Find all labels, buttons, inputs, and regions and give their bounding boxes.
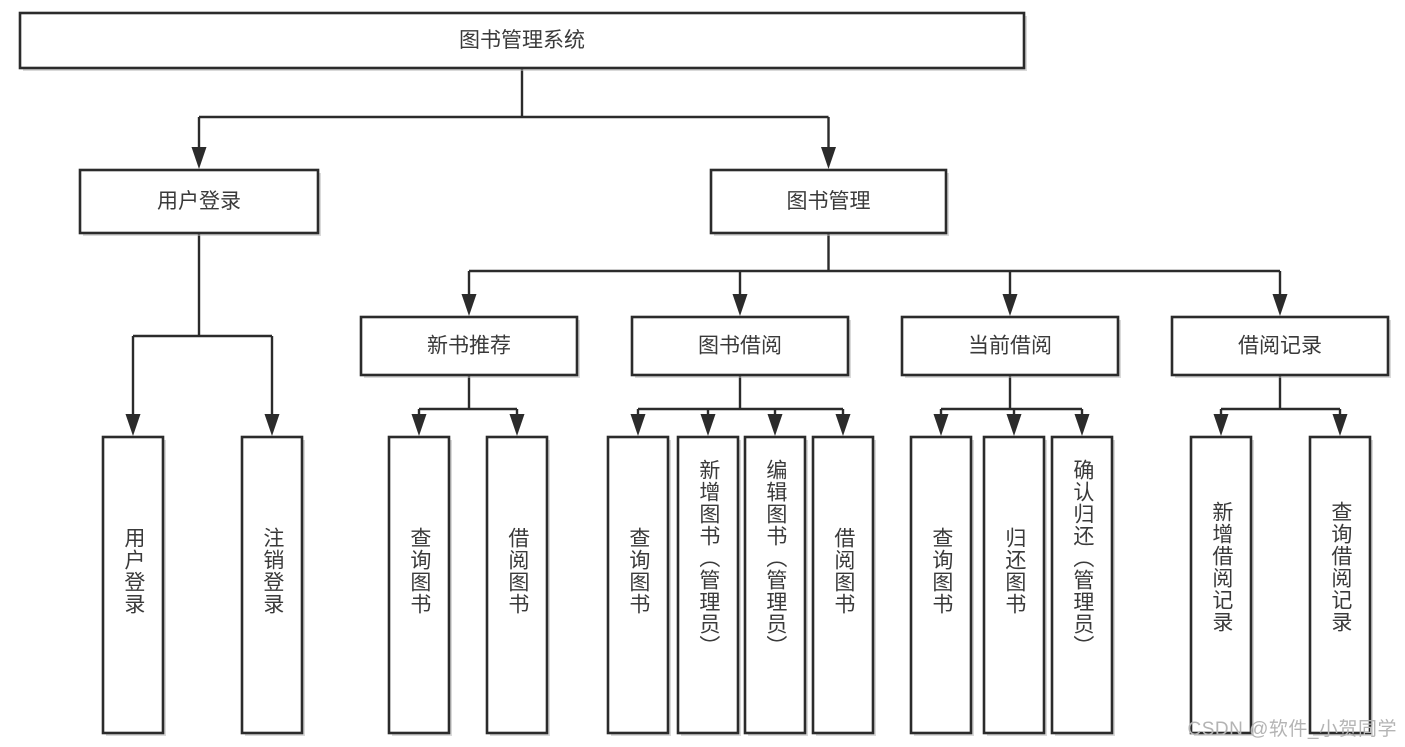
arrow-head-icon-leaf-5 [700,414,716,436]
node-box-leaf-8[interactable] [909,435,973,735]
arrow-head-icon-l1-1 [821,147,836,169]
node-label-l2-1: 图书借阅 [698,335,782,358]
node-box-leaf-6[interactable] [743,435,807,735]
arrow-head-icon-l2-0 [461,294,477,316]
node-box-leaf-10[interactable] [1050,435,1114,735]
node-label-l2-0: 新书推荐 [427,335,511,358]
arrow-head-icon-leaf-12 [1332,414,1348,436]
node-box-layer [18,11,1391,736]
node-label-l2-2: 当前借阅 [968,335,1052,358]
arrow-head-icon-l2-1 [732,294,748,316]
node-box-l2-3[interactable] [1170,315,1390,377]
arrow-head-icon-leaf-11 [1213,414,1229,436]
node-label-l1-0: 用户登录 [157,190,241,213]
arrow-head-icon-leaf-8 [933,414,949,436]
node-box-leaf-12[interactable] [1308,435,1372,735]
arrow-head-icon-leaf-4 [630,414,646,436]
arrow-head-icon-leaf-9 [1006,414,1022,436]
node-box-leaf-7[interactable] [811,435,875,735]
watermark-text: CSDN @软件_小贺同学 [1187,719,1397,740]
arrow-head-icon-leaf-10 [1074,414,1090,436]
arrow-head-icon-l2-3 [1272,294,1288,316]
arrow-head-icon-leaf-7 [835,414,851,436]
arrow-head-icon-l1-0 [191,147,207,169]
connector-layer [125,68,1348,436]
node-box-leaf-0[interactable] [101,435,165,735]
node-label-l1-1: 图书管理 [787,190,871,213]
node-box-leaf-2[interactable] [387,435,451,735]
node-box-l1-1[interactable] [709,168,948,235]
node-box-l2-1[interactable] [630,315,850,377]
node-box-leaf-5[interactable] [676,435,740,735]
node-box-leaf-3[interactable] [485,435,549,735]
arrow-head-icon-leaf-1 [264,414,280,436]
node-label-l2-3: 借阅记录 [1238,335,1322,358]
arrow-head-icon-l2-2 [1002,294,1018,316]
node-box-leaf-4[interactable] [606,435,670,735]
arrow-head-icon-leaf-3 [509,414,525,436]
node-box-l2-2[interactable] [900,315,1120,377]
node-box-leaf-9[interactable] [982,435,1046,735]
node-box-l2-0[interactable] [359,315,579,377]
node-box-leaf-11[interactable] [1189,435,1253,735]
node-label-root: 图书管理系统 [459,29,585,52]
node-box-root[interactable] [18,11,1026,70]
arrow-head-icon-leaf-6 [767,414,783,436]
arrow-head-icon-leaf-0 [125,414,141,436]
arrow-head-icon-leaf-2 [411,414,427,436]
node-box-l1-0[interactable] [78,168,320,235]
node-box-leaf-1[interactable] [240,435,304,735]
